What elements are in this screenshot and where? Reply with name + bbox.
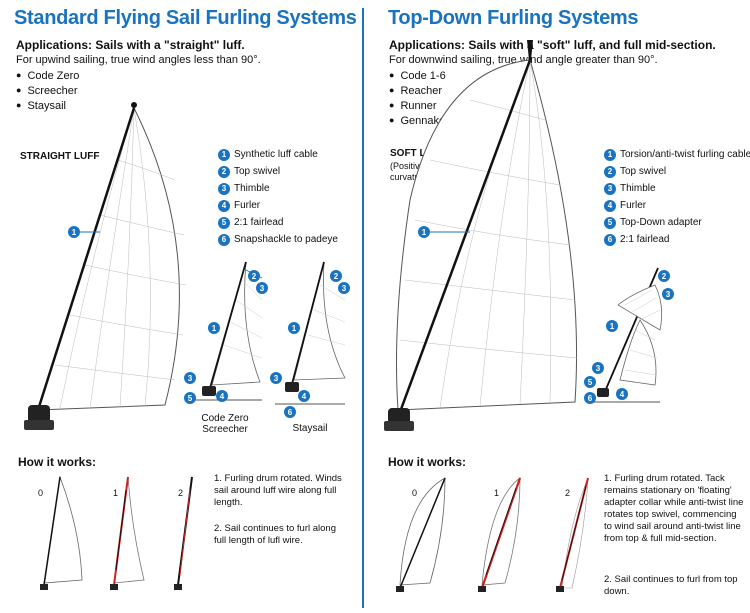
svg-text:2: 2	[252, 272, 257, 281]
number-badge: 3	[604, 182, 616, 195]
svg-text:2: 2	[662, 272, 667, 281]
left-how-title: How it works:	[18, 455, 97, 469]
number-badge: 5	[604, 216, 616, 229]
right-applications: Applications: Sails with a "soft" luff, …	[389, 38, 716, 52]
left-sail-list: Code Zero Screecher Staysail	[16, 69, 79, 114]
right-sail-item: Gennaker	[389, 114, 448, 129]
number-badge: 6	[604, 233, 616, 246]
number-badge: 2	[604, 165, 616, 178]
left-stage-1-sail	[110, 476, 145, 590]
caption-code-zero: Code Zero Screecher	[201, 413, 249, 435]
svg-text:6: 6	[588, 394, 593, 403]
svg-text:5: 5	[588, 378, 593, 387]
right-main-sail: 1	[384, 40, 578, 431]
right-step-1: 1. Furling drum rotated. Tack remains st…	[604, 473, 744, 544]
left-title: Standard Flying Sail Furling Systems	[14, 7, 357, 29]
left-sail-item: Staysail	[16, 99, 79, 114]
right-use: For downwind sailing, true wind angle gr…	[389, 54, 658, 66]
number-badge: 5	[218, 216, 230, 229]
number-badge: 1	[218, 148, 230, 161]
right-how-title: How it works:	[388, 455, 467, 469]
left-main-sail: 1	[24, 102, 187, 430]
right-sail-item: Code 1-6	[389, 69, 449, 84]
svg-text:4: 4	[302, 392, 307, 401]
left-applications: Applications: Sails with a "straight" lu…	[16, 38, 245, 52]
detail-top-down: 2 3 1 3 5 6 4	[584, 267, 674, 404]
left-use: For upwind sailing, true wind angles les…	[16, 54, 261, 66]
stage-label: 1	[113, 488, 119, 498]
right-luff-note: (Positive luff curvature)	[390, 161, 439, 182]
svg-text:1: 1	[422, 228, 427, 237]
right-title: Top-Down Furling Systems	[388, 7, 639, 29]
svg-text:5: 5	[188, 394, 193, 403]
stage-label: 0	[38, 488, 44, 498]
svg-text:3: 3	[666, 290, 671, 299]
left-step-2: 2. Sail continues to furl along full len…	[214, 523, 336, 546]
section-divider	[362, 8, 364, 608]
left-sail-item: Code Zero	[16, 69, 79, 84]
svg-text:3: 3	[274, 374, 279, 383]
svg-text:1: 1	[212, 324, 217, 333]
right-stage-2-sail	[556, 477, 589, 592]
number-badge: 6	[218, 233, 230, 246]
svg-text:3: 3	[188, 374, 193, 383]
number-badge: 4	[604, 199, 616, 212]
left-stage-2-sail	[174, 476, 193, 590]
detail-staysail: 2 3 1 3 4 6	[270, 261, 350, 418]
right-stage-1-sail	[478, 477, 522, 592]
svg-text:6: 6	[288, 408, 293, 417]
right-sail-item: Runner	[389, 99, 449, 114]
stage-label: 2	[565, 488, 571, 498]
number-badge: 2	[218, 165, 230, 178]
number-badge: 1	[604, 148, 616, 161]
number-badge: 4	[218, 199, 230, 212]
stage-label: 0	[412, 488, 418, 498]
left-stage-0-sail	[40, 475, 83, 590]
right-luff-label: SOFT LUFF	[390, 148, 445, 159]
right-sail-item: Reacher	[389, 84, 449, 99]
right-sail-list: Code 1-6 Reacher Runner Gennaker	[389, 69, 449, 129]
svg-text:2: 2	[334, 272, 339, 281]
number-badge: 3	[218, 182, 230, 195]
svg-text:3: 3	[342, 284, 347, 293]
left-step-1: 1. Furling drum rotated. Winds sail arou…	[214, 473, 342, 508]
stage-label: 1	[494, 488, 500, 498]
left-luff-label: STRAIGHT LUFF	[20, 151, 100, 162]
svg-text:1: 1	[610, 322, 615, 331]
svg-text:1: 1	[72, 228, 77, 237]
svg-text:3: 3	[260, 284, 265, 293]
svg-text:3: 3	[596, 364, 601, 373]
right-step-2: 2. Sail continues to furl from top down.	[604, 574, 738, 597]
svg-text:1: 1	[292, 324, 297, 333]
stage-label: 2	[178, 488, 184, 498]
caption-staysail: Staysail	[292, 423, 328, 434]
detail-code-zero: 2 3 1 3 5 4	[184, 261, 268, 404]
right-stage-0-sail	[396, 477, 446, 592]
left-sail-item: Screecher	[16, 84, 79, 99]
svg-text:4: 4	[620, 390, 625, 399]
svg-text:4: 4	[220, 392, 225, 401]
